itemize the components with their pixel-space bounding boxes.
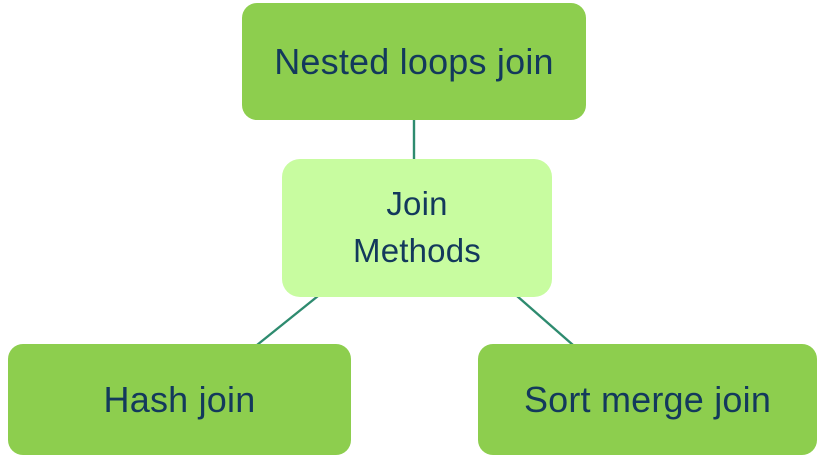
hub-label-line-1: Join [386,185,448,223]
node-hash-join[interactable]: Hash join [8,344,351,455]
connector-hub-to-sort-merge-join [516,295,574,346]
node-label-join-methods: Join Methods [343,181,491,275]
node-join-methods-hub[interactable]: Join Methods [282,159,552,297]
connector-hub-to-hash-join [256,295,319,346]
node-label-sort-merge-join: Sort merge join [523,378,772,420]
hub-label-line-2: Methods [353,232,481,269]
node-nested-loops-join[interactable]: Nested loops join [242,3,586,120]
node-sort-merge-join[interactable]: Sort merge join [478,344,817,455]
node-label-hash-join: Hash join [103,378,256,420]
node-label-nested-loops-join: Nested loops join [274,40,554,82]
